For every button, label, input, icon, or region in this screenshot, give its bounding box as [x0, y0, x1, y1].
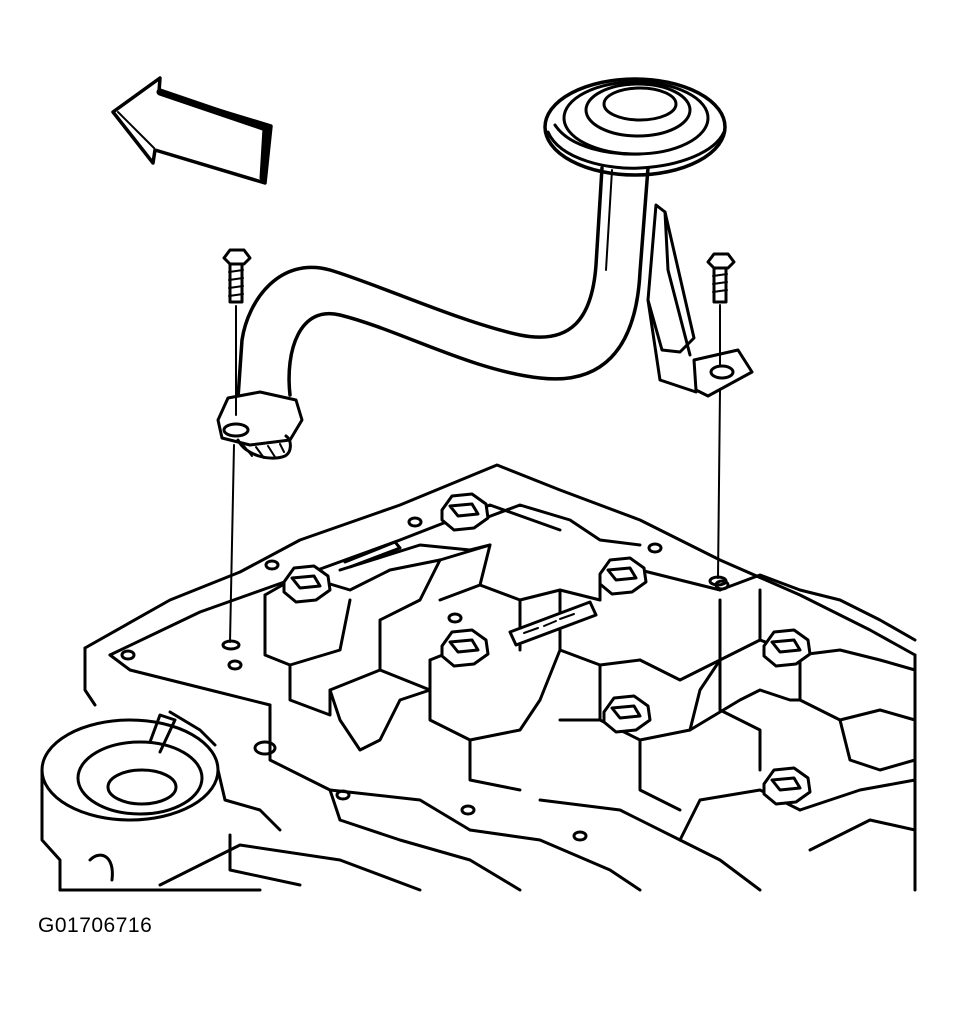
oil-pump-screen — [218, 79, 752, 458]
cap-bolt-icon — [604, 696, 650, 732]
cap-bolt-icon — [600, 558, 646, 594]
bearing-caps — [265, 505, 915, 810]
cap-bolt-icon — [442, 630, 488, 666]
left-bolt — [223, 250, 250, 649]
cap-bolt-icon — [764, 630, 810, 666]
cap-bolt-icon — [442, 494, 488, 530]
cap-bolt-icon — [284, 566, 330, 602]
figure-code: G01706716 — [38, 914, 153, 937]
cap-bolts — [284, 494, 810, 804]
front-direction-arrow-icon — [113, 78, 271, 183]
engine-block-casting — [42, 465, 915, 890]
right-bolt — [708, 254, 734, 585]
cap-bolt-icon — [764, 768, 810, 804]
